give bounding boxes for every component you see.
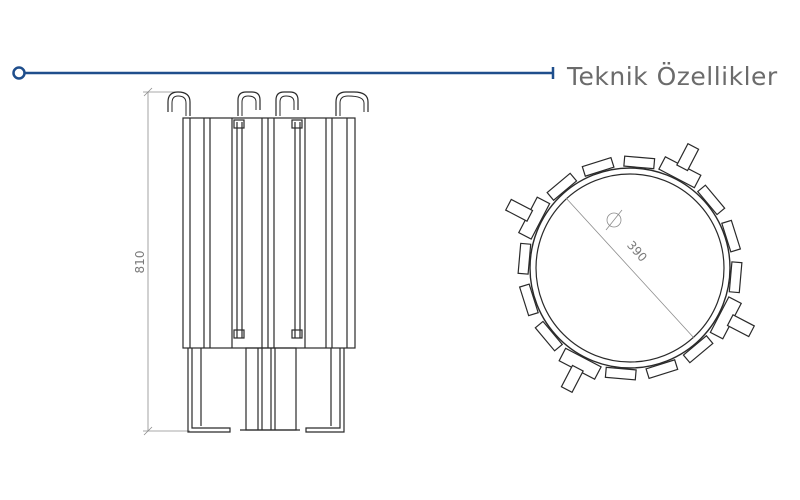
slat-plate <box>517 242 532 275</box>
bracket-tab <box>726 314 756 338</box>
bracket-tab <box>676 142 700 172</box>
rule-start-circle <box>12 66 26 80</box>
slat-plate <box>581 156 615 177</box>
slat-plate <box>604 366 637 381</box>
slat-plate <box>696 184 726 216</box>
slat-plate <box>682 334 714 364</box>
legs <box>187 347 345 433</box>
rim-outer <box>529 167 731 369</box>
slat-plate <box>728 261 743 294</box>
hook-center-left <box>237 91 261 116</box>
page-title: Teknik Özellikler <box>567 62 778 91</box>
slat-plate <box>645 359 679 380</box>
hook-center-right <box>275 91 299 116</box>
slat-plate <box>518 283 539 317</box>
diameter-label: 390 <box>624 238 650 264</box>
rim-inner <box>535 173 725 363</box>
slat-plate <box>623 155 656 170</box>
slat-plate <box>534 320 564 352</box>
bracket-tab <box>504 198 534 222</box>
slat-plate <box>721 219 742 253</box>
diameter-dimension <box>565 197 695 339</box>
bracket-tab <box>560 364 584 394</box>
slat-body <box>182 117 356 349</box>
slat-plate <box>546 172 578 202</box>
hook-left <box>167 91 191 116</box>
height-label: 810 <box>133 251 147 274</box>
radial-slats <box>504 142 756 394</box>
height-dimension <box>143 87 190 436</box>
hook-right <box>335 91 369 116</box>
